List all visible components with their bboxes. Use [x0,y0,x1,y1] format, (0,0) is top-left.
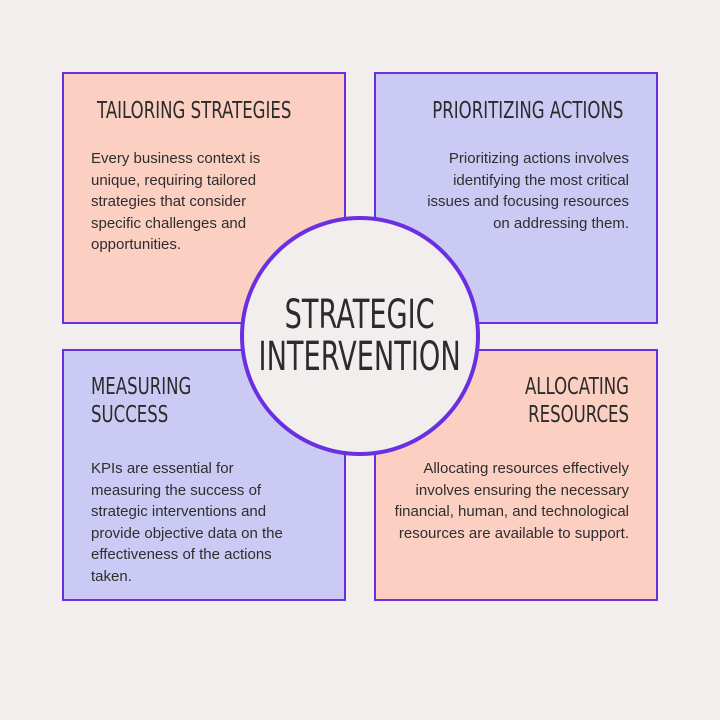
panel-body: Prioritizing actions involves identifyin… [427,150,629,232]
panel-measuring-success: MEASURING SUCCESS KPIs are essential for… [62,349,346,601]
panel-body: Every business context is unique, requir… [91,150,261,253]
panel-tailoring-strategies: TAILORING STRATEGIES Every business cont… [62,72,346,324]
center-title-line: STRATEGIC [284,292,436,338]
center-title: STRATEGIC INTERVENTION [259,294,461,378]
panel-heading: PRIORITIZING ACTIONS [431,98,623,124]
center-title-line: INTERVENTION [258,334,462,380]
center-circle: STRATEGIC INTERVENTION [240,216,480,456]
panel-heading: MEASURING SUCCESS [91,373,221,429]
panel-allocating-resources: ALLOCATING RESOURCES Allocating resource… [374,349,658,601]
panel-heading-line: RESOURCES [528,402,629,428]
panel-heading-line: ALLOCATING [524,374,629,400]
panel-heading: ALLOCATING RESOURCES [499,373,629,429]
panel-heading: TAILORING STRATEGIES [97,98,292,124]
panel-body: KPIs are essential for measuring the suc… [91,460,283,585]
panel-heading-line: MEASURING [91,374,192,400]
panel-body: Allocating resources effectively involve… [394,460,629,542]
panel-heading-line: SUCCESS [91,402,169,428]
